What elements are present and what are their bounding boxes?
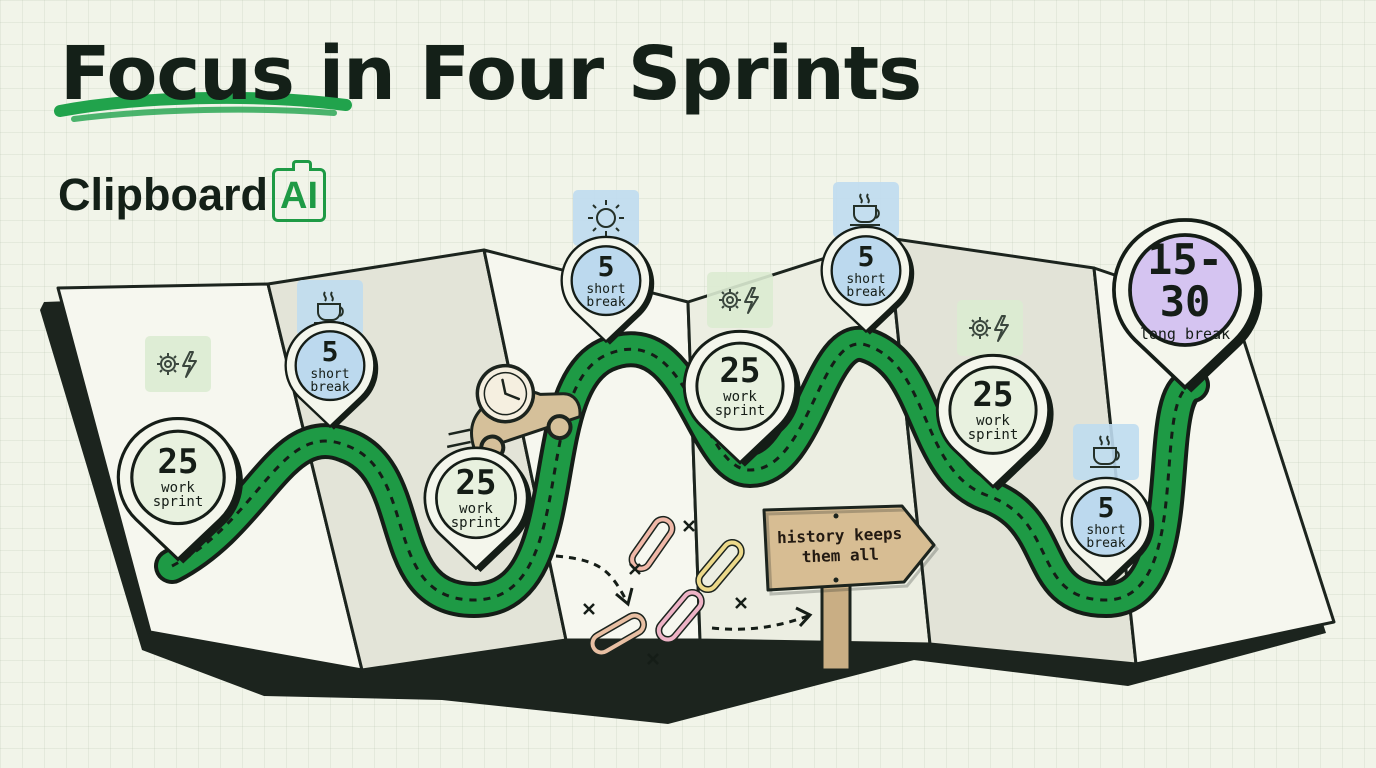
coffee-cup-icon bbox=[297, 280, 363, 336]
pin-value: 5 bbox=[597, 249, 615, 283]
pin-value: 25 bbox=[719, 351, 761, 392]
pin-marker bbox=[1060, 476, 1155, 586]
pin-caption: long break bbox=[1139, 324, 1231, 343]
pin-value: 15-30 bbox=[1147, 234, 1223, 326]
pin-marker bbox=[560, 235, 655, 345]
signpost-label: history keeps them all bbox=[776, 523, 903, 567]
title-rest: in Four Sprints bbox=[293, 31, 922, 117]
title-highlight-word: Focus bbox=[54, 30, 352, 122]
pin-marker bbox=[423, 446, 532, 572]
road bbox=[154, 326, 1210, 618]
clipboard-clip-icon bbox=[292, 160, 312, 171]
pin-caption: short break bbox=[586, 281, 626, 310]
work-sprint-pin bbox=[423, 446, 532, 572]
gear-lightning-icon bbox=[957, 300, 1023, 356]
pin-value: 25 bbox=[972, 375, 1014, 416]
pin-marker bbox=[682, 329, 801, 467]
paperclip-scatter bbox=[555, 515, 813, 665]
work-sprint-pin bbox=[116, 336, 243, 564]
pin-marker bbox=[1112, 218, 1263, 393]
pin-caption: work sprint bbox=[450, 501, 502, 532]
page-title: Focus in Four Sprints bbox=[54, 30, 922, 122]
signpost bbox=[762, 504, 939, 672]
logo-badge: AI bbox=[272, 160, 326, 222]
work-sprint-pin bbox=[682, 272, 801, 467]
pin-marker bbox=[116, 417, 243, 564]
pin-caption: work sprint bbox=[714, 389, 766, 420]
pins-layer bbox=[116, 182, 1263, 586]
sun-icon bbox=[573, 190, 639, 246]
pin-value: 5 bbox=[1097, 490, 1115, 524]
pin-value: 5 bbox=[857, 239, 875, 273]
title-underline-stroke bbox=[54, 91, 352, 122]
long-break-pin bbox=[1112, 218, 1263, 393]
short-break-pin bbox=[820, 182, 915, 335]
pin-caption: short break bbox=[1086, 522, 1126, 551]
paperclip-icon bbox=[695, 538, 745, 594]
brand-logo: Clipboard AI bbox=[58, 160, 326, 222]
pin-value: 5 bbox=[321, 334, 339, 368]
cross-marks bbox=[583, 520, 747, 665]
coffee-cup-icon bbox=[1073, 424, 1139, 480]
short-break-pin bbox=[1060, 424, 1155, 586]
pin-caption: short break bbox=[310, 366, 350, 395]
short-break-pin bbox=[560, 190, 655, 345]
pin-marker bbox=[284, 320, 379, 430]
gear-lightning-icon bbox=[707, 272, 773, 328]
coffee-cup-icon bbox=[833, 182, 899, 238]
paperclip-icon bbox=[655, 588, 705, 644]
pin-value: 25 bbox=[157, 442, 199, 483]
pin-caption: short break bbox=[846, 271, 886, 300]
gear-lightning-icon bbox=[145, 336, 211, 392]
work-sprint-pin bbox=[935, 300, 1054, 491]
pin-value: 25 bbox=[455, 463, 497, 504]
clock-car-icon bbox=[446, 363, 582, 461]
pin-caption: work sprint bbox=[152, 480, 204, 511]
pin-marker bbox=[935, 353, 1054, 491]
short-break-pin bbox=[284, 280, 379, 430]
paperclip-icon bbox=[589, 612, 647, 656]
logo-wordmark: Clipboard bbox=[58, 169, 268, 220]
pin-marker bbox=[820, 225, 915, 335]
pin-caption: work sprint bbox=[967, 413, 1019, 444]
